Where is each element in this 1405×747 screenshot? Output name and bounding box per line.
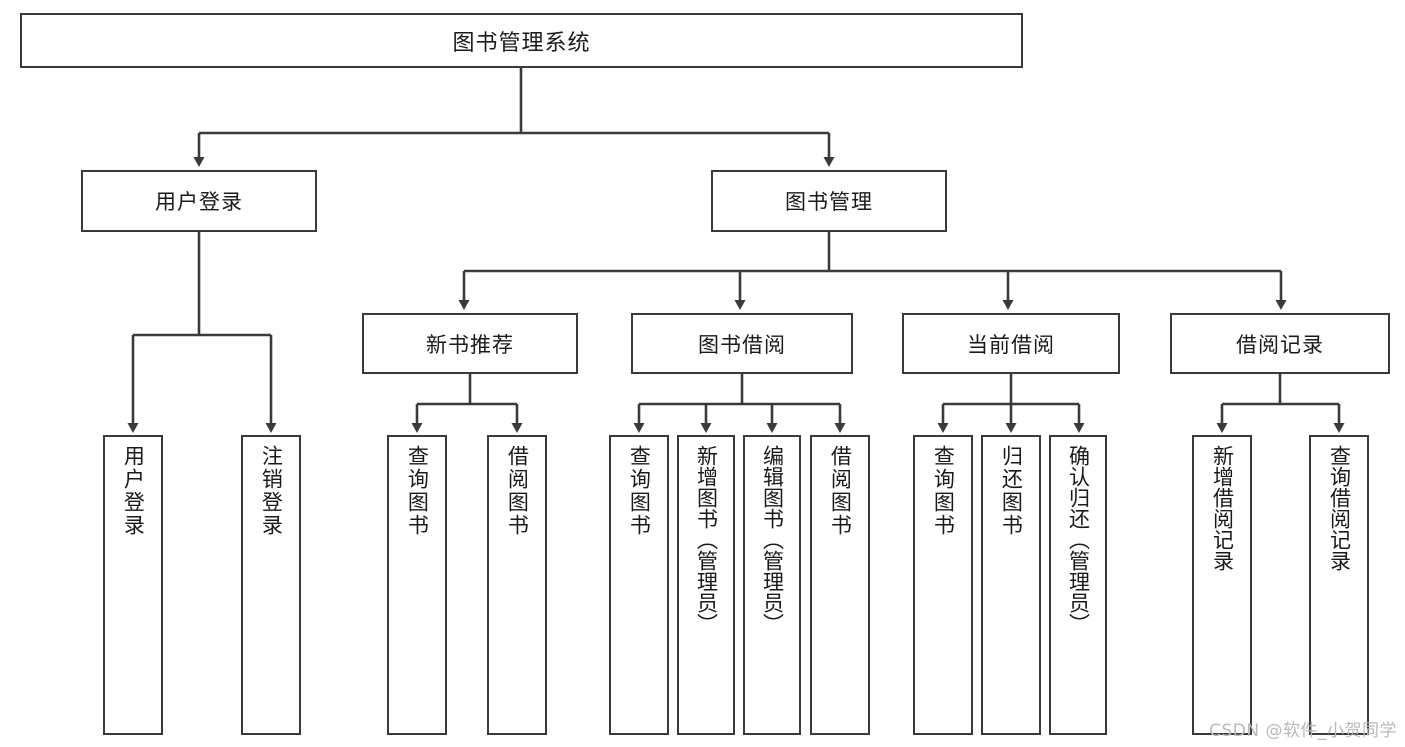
node-borrow-record[interactable]: 借阅记录 [1170, 313, 1390, 374]
node-current-borrow[interactable]: 当前借阅 [902, 313, 1120, 374]
leaf-query-book-borrow[interactable]: 查询图书 [609, 435, 669, 735]
node-user-login[interactable]: 用户登录 [81, 170, 317, 232]
leaf-label: 确认归还（管理员） [1066, 445, 1091, 634]
leaf-label: 编辑图书（管理员） [760, 445, 785, 634]
csdn-watermark: CSDN @软件_小贺同学 [1209, 721, 1397, 741]
leaf-user-login[interactable]: 用户登录 [103, 435, 163, 735]
leaf-add-borrow-record[interactable]: 新增借阅记录 [1192, 435, 1252, 735]
node-label: 图书借阅 [698, 332, 786, 357]
leaf-borrow-book[interactable]: 借阅图书 [810, 435, 870, 735]
leaf-label: 查询图书 [405, 445, 430, 537]
leaf-label: 归还图书 [999, 445, 1024, 537]
leaf-label: 借阅图书 [505, 445, 530, 537]
node-book-management[interactable]: 图书管理 [711, 170, 947, 232]
leaf-label: 查询图书 [931, 445, 956, 537]
node-label: 用户登录 [155, 190, 243, 214]
node-label: 借阅记录 [1236, 332, 1324, 357]
node-root-system[interactable]: 图书管理系统 [20, 13, 1023, 68]
leaf-label: 查询图书 [627, 445, 652, 537]
leaf-borrow-book-recommend[interactable]: 借阅图书 [487, 435, 547, 735]
leaf-logout[interactable]: 注销登录 [241, 435, 301, 735]
leaf-return-book[interactable]: 归还图书 [981, 435, 1041, 735]
leaf-label: 借阅图书 [828, 445, 853, 537]
node-new-book-recommend[interactable]: 新书推荐 [362, 313, 578, 374]
leaf-label: 用户登录 [121, 445, 146, 537]
leaf-query-book-current[interactable]: 查询图书 [913, 435, 973, 735]
leaf-label: 查询借阅记录 [1327, 445, 1352, 571]
node-label: 图书管理系统 [452, 30, 591, 56]
leaf-edit-book[interactable]: 编辑图书（管理员） [743, 435, 801, 735]
leaf-confirm-return[interactable]: 确认归还（管理员） [1049, 435, 1107, 735]
leaf-query-borrow-record[interactable]: 查询借阅记录 [1309, 435, 1369, 735]
leaf-add-book[interactable]: 新增图书（管理员） [677, 435, 735, 735]
node-label: 图书管理 [785, 190, 873, 214]
leaf-label: 注销登录 [259, 445, 284, 537]
leaf-query-book-recommend[interactable]: 查询图书 [387, 435, 447, 735]
node-book-borrow[interactable]: 图书借阅 [631, 313, 853, 374]
leaf-label: 新增借阅记录 [1210, 445, 1235, 571]
node-label: 当前借阅 [967, 332, 1055, 357]
leaf-label: 新增图书（管理员） [694, 445, 719, 634]
node-label: 新书推荐 [426, 332, 514, 357]
